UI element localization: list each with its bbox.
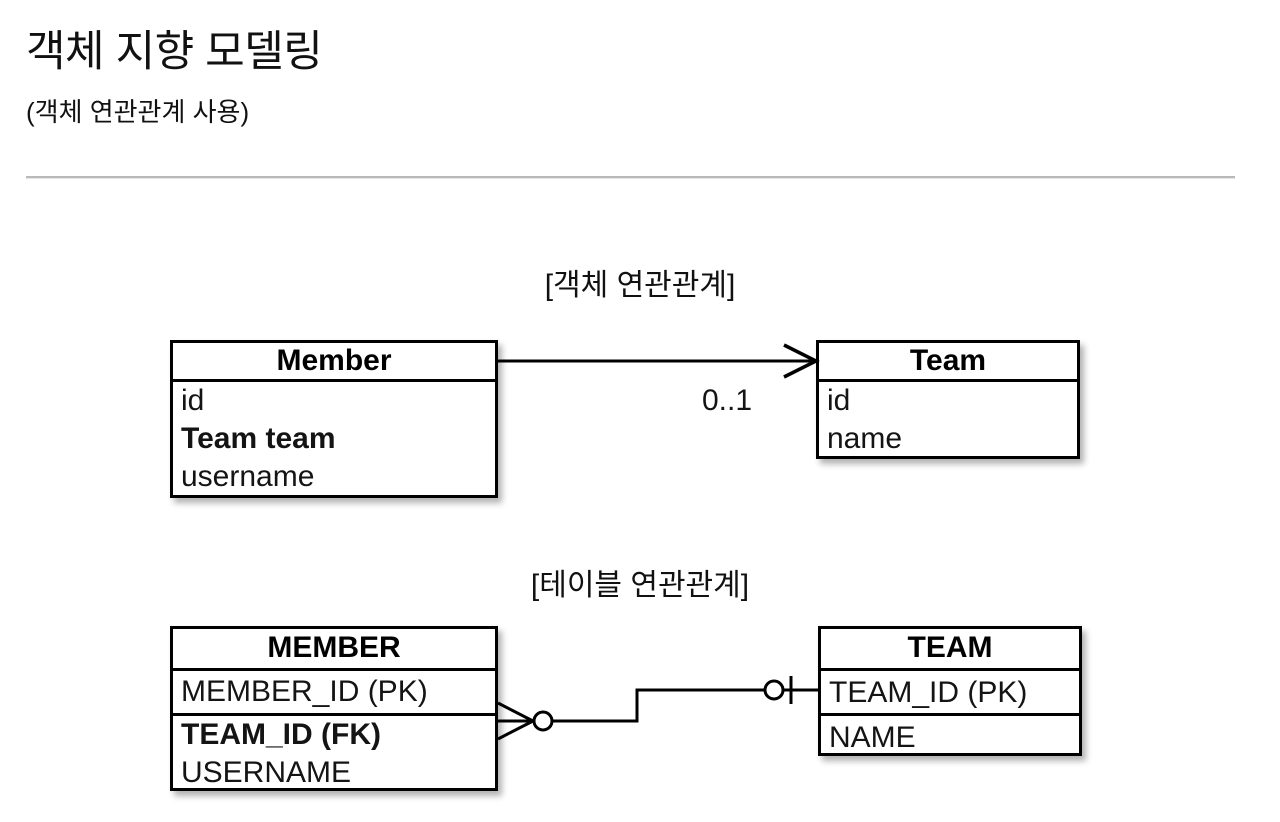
uml-team-field-name: name [827, 422, 903, 455]
multiplicity-label: 0..1 [701, 384, 753, 417]
er-column-team-id-fk: TEAM_ID (FK) [181, 718, 381, 751]
uml-field-id: id [181, 384, 205, 417]
uml-field-team: Team team [181, 422, 336, 455]
relationship-line [552, 688, 765, 723]
uml-class-member-name: Member [173, 343, 495, 382]
page-title: 객체 지향 모델링 [26, 28, 323, 76]
uml-class-team-name: Team [819, 343, 1077, 382]
uml-class-member-fields: id Team team username [173, 382, 495, 497]
uml-class-team[interactable]: Team id name [816, 340, 1080, 459]
er-table-member-name: MEMBER [173, 629, 495, 671]
er-table-team-columns: TEAM_ID (PK) NAME [821, 671, 1079, 761]
er-table-team-name: TEAM [821, 629, 1079, 671]
page-subtitle: (객체 연관관계 사용) [26, 97, 250, 127]
arrowhead-icon [783, 343, 820, 379]
table-diagram-caption: [테이블 연관관계] [530, 569, 750, 602]
crows-foot-icon-upper [497, 701, 534, 723]
optional-circle-icon-right [763, 679, 785, 701]
uml-team-field-id: id [827, 384, 851, 417]
er-table-team[interactable]: TEAM TEAM_ID (PK) NAME [818, 626, 1082, 756]
crows-foot-icon-lower [497, 719, 534, 741]
er-column-member-id: MEMBER_ID (PK) [173, 671, 495, 716]
header-divider [26, 176, 1235, 178]
optional-circle-icon-left [532, 710, 554, 732]
uml-class-team-fields: id name [819, 382, 1077, 458]
er-table-member[interactable]: MEMBER MEMBER_ID (PK) TEAM_ID (FK) USERN… [170, 626, 498, 791]
object-diagram-caption: [객체 연관관계] [544, 269, 736, 302]
er-table-member-columns: MEMBER_ID (PK) TEAM_ID (FK) USERNAME [173, 671, 495, 793]
er-column-name: NAME [829, 721, 916, 754]
er-column-username: USERNAME [181, 756, 352, 789]
uml-field-username: username [181, 460, 315, 493]
er-column-team-id-pk: TEAM_ID (PK) [821, 671, 1079, 716]
uml-class-member[interactable]: Member id Team team username [170, 340, 498, 498]
